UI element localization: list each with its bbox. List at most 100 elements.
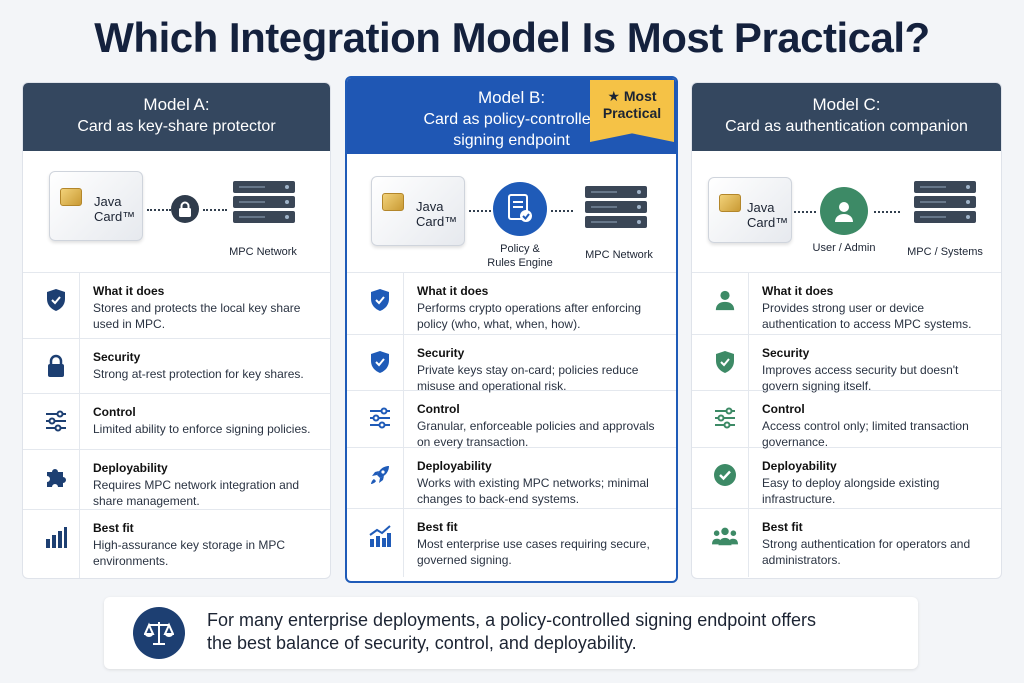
row-title: Control xyxy=(417,402,460,416)
server-icon xyxy=(585,186,647,231)
row-desc: Access control only; limited transaction… xyxy=(762,419,969,449)
table-row: What it does Performs crypto operations … xyxy=(347,273,676,335)
model-b-title: Model B: xyxy=(477,88,546,107)
shield-check-icon xyxy=(367,349,393,375)
row-desc: Provides strong user or device authentic… xyxy=(762,301,972,331)
model-a-subtitle: Card as key-share protector xyxy=(77,118,276,135)
summary-line-2: the best balance of security, control, a… xyxy=(207,633,637,653)
row-desc: Easy to deploy alongside existing infras… xyxy=(762,476,940,506)
row-title: What it does xyxy=(93,284,165,298)
sliders-icon xyxy=(43,408,69,434)
lock-icon xyxy=(43,353,69,379)
model-c-subtitle: Card as authentication companion xyxy=(725,118,968,135)
model-b-card: Model B: Card as policy-controlled signi… xyxy=(345,76,678,583)
model-b-subtitle: Card as policy-controlled xyxy=(423,111,600,128)
model-c-header: Model C: Card as authentication companio… xyxy=(692,83,1001,151)
connector xyxy=(794,211,816,213)
table-row: Best fit Most enterprise use cases requi… xyxy=(347,509,676,577)
row-title: Deployability xyxy=(762,459,837,473)
scales-icon xyxy=(133,607,185,659)
table-row: Control Limited ability to enforce signi… xyxy=(23,394,330,450)
connector xyxy=(469,210,491,212)
model-c-title: Model C: xyxy=(812,95,881,114)
server-label: MPC Network xyxy=(229,246,297,258)
server-icon xyxy=(914,181,976,226)
shield-check-icon xyxy=(43,287,69,313)
table-row: Deployability Easy to deploy alongside e… xyxy=(692,448,1001,509)
server-icon xyxy=(233,181,295,226)
connector xyxy=(551,210,573,212)
page-title: Which Integration Model Is Most Practica… xyxy=(94,14,930,61)
shield-check-icon xyxy=(367,287,393,313)
model-b-rows: What it does Performs crypto operations … xyxy=(347,273,676,577)
user-admin-label: User / Admin xyxy=(812,242,876,254)
table-row: Security Private keys stay on-card; poli… xyxy=(347,335,676,393)
summary-text: For many enterprise deployments, a polic… xyxy=(207,609,816,655)
row-title: Best fit xyxy=(417,520,458,534)
row-title: Best fit xyxy=(762,520,803,534)
row-title: Control xyxy=(93,405,136,419)
row-desc: Strong authentication for operators and … xyxy=(762,537,971,567)
shield-check-icon xyxy=(712,349,738,375)
row-desc: Limited ability to enforce signing polic… xyxy=(93,422,311,436)
connector xyxy=(147,209,171,211)
policy-engine-label: Policy & Rules Engine xyxy=(487,243,553,269)
puzzle-icon xyxy=(43,464,69,490)
row-desc: Improves access security but doesn't gov… xyxy=(762,363,959,393)
trend-chart-icon xyxy=(367,523,393,549)
row-desc: High-assurance key storage in MPC enviro… xyxy=(93,538,286,568)
lock-icon xyxy=(171,195,199,223)
row-desc: Granular, enforceable policies and appro… xyxy=(417,419,655,449)
table-row: Control Access control only; limited tra… xyxy=(692,391,1001,449)
table-row: Security Improves access security but do… xyxy=(692,335,1001,393)
row-title: Control xyxy=(762,402,805,416)
check-circle-icon xyxy=(712,462,738,488)
row-desc: Performs crypto operations after enforci… xyxy=(417,301,642,331)
summary-box: For many enterprise deployments, a polic… xyxy=(104,597,918,669)
most-practical-ribbon: ★ Most Practical xyxy=(590,80,674,142)
sliders-icon xyxy=(367,405,393,431)
sliders-icon xyxy=(712,405,738,431)
row-title: Security xyxy=(417,346,465,360)
row-title: What it does xyxy=(762,284,834,298)
row-title: Security xyxy=(93,350,141,364)
users-icon xyxy=(712,523,738,549)
rocket-icon xyxy=(367,462,393,488)
table-row: Control Granular, enforceable policies a… xyxy=(347,391,676,449)
row-desc: Most enterprise use cases requiring secu… xyxy=(417,537,650,567)
connector xyxy=(203,209,227,211)
row-desc: Private keys stay on-card; policies redu… xyxy=(417,363,639,393)
table-row: Security Strong at-rest protection for k… xyxy=(23,339,330,394)
user-icon xyxy=(820,187,868,235)
table-row: What it does Stores and protects the loc… xyxy=(23,273,330,339)
table-row: What it does Provides strong user or dev… xyxy=(692,273,1001,335)
model-a-rows: What it does Stores and protects the loc… xyxy=(23,273,330,578)
model-c-rows: What it does Provides strong user or dev… xyxy=(692,273,1001,577)
ribbon-label: Most Practical xyxy=(602,88,662,121)
policy-engine-icon xyxy=(493,182,547,236)
bar-chart-icon xyxy=(43,524,69,550)
row-desc: Strong at-rest protection for key shares… xyxy=(93,367,304,381)
table-row: Best fit Strong authentication for opera… xyxy=(692,509,1001,577)
model-b-subtitle-2: signing endpoint xyxy=(453,132,570,149)
star-icon: ★ xyxy=(607,88,620,104)
server-label: MPC / Systems xyxy=(907,246,983,258)
table-row: Deployability Works with existing MPC ne… xyxy=(347,448,676,509)
row-title: Security xyxy=(762,346,810,360)
user-icon xyxy=(712,287,738,313)
row-desc: Requires MPC network integration and sha… xyxy=(93,478,300,508)
model-c-card: Model C: Card as authentication companio… xyxy=(691,82,1002,579)
model-a-title: Model A: xyxy=(143,95,210,114)
model-a-card: Model A: Card as key-share protector Jav… xyxy=(22,82,331,579)
row-title: Best fit xyxy=(93,521,134,535)
row-desc: Works with existing MPC networks; minima… xyxy=(417,476,649,506)
table-row: Best fit High-assurance key storage in M… xyxy=(23,510,330,578)
